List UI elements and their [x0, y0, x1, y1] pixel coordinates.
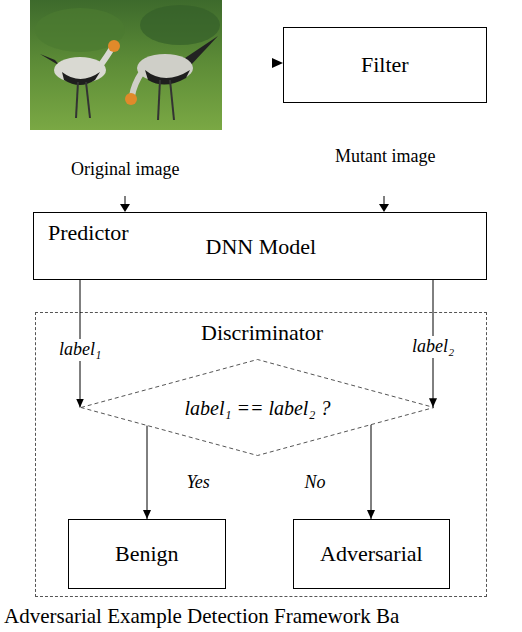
leader-arrowhead [379, 204, 389, 212]
edge-label: label₂ [410, 336, 456, 358]
flow-arrow [147, 426, 148, 519]
leader-arrow [125, 196, 126, 205]
diamond-outline [81, 360, 434, 456]
photo-foliage [140, 5, 220, 45]
node-text: Filter [361, 53, 409, 77]
node-text: Benign [115, 542, 179, 566]
bird-leg [170, 80, 174, 120]
edge-label: label₁ [57, 339, 103, 361]
benign-box: Benign [68, 519, 226, 589]
bird-neck [100, 48, 112, 66]
bird-photo [30, 0, 222, 130]
figure-caption: Adversarial Example Detection Framework … [4, 605, 399, 628]
node-text: DNN Model [206, 235, 317, 259]
adversarial-box: Adversarial [293, 519, 450, 589]
bird-tail [185, 36, 218, 66]
input-label: Original image [71, 160, 179, 180]
edge-label: No [303, 472, 328, 494]
photo-background [30, 0, 222, 130]
bird-wing [145, 70, 190, 85]
bird-leg [76, 82, 78, 118]
node-text: Adversarial [320, 542, 423, 566]
leader-arrowhead [120, 204, 130, 212]
input-arrowhead [272, 58, 283, 68]
photo-foliage [35, 8, 125, 52]
edge-label: Yes [185, 472, 212, 494]
bird-leg [86, 82, 90, 118]
filter-box: Filter [283, 27, 487, 103]
predictor-box: PredictorDNN Model [33, 212, 487, 280]
node-text: label₁ == label₂ ? [185, 397, 331, 419]
bird-leg [158, 80, 160, 120]
node-text: Discriminator [201, 321, 323, 345]
bird-head [125, 93, 137, 105]
decision-diamond: label₁ == label₂ ? [81, 359, 434, 456]
input-label: Mutant image [335, 147, 435, 167]
flow-arrow [371, 425, 372, 519]
bird-head [108, 40, 120, 52]
bird-neck [132, 72, 142, 96]
leader-arrow [384, 196, 385, 205]
bird-wing [62, 72, 100, 85]
node-text: Predictor [48, 221, 129, 245]
